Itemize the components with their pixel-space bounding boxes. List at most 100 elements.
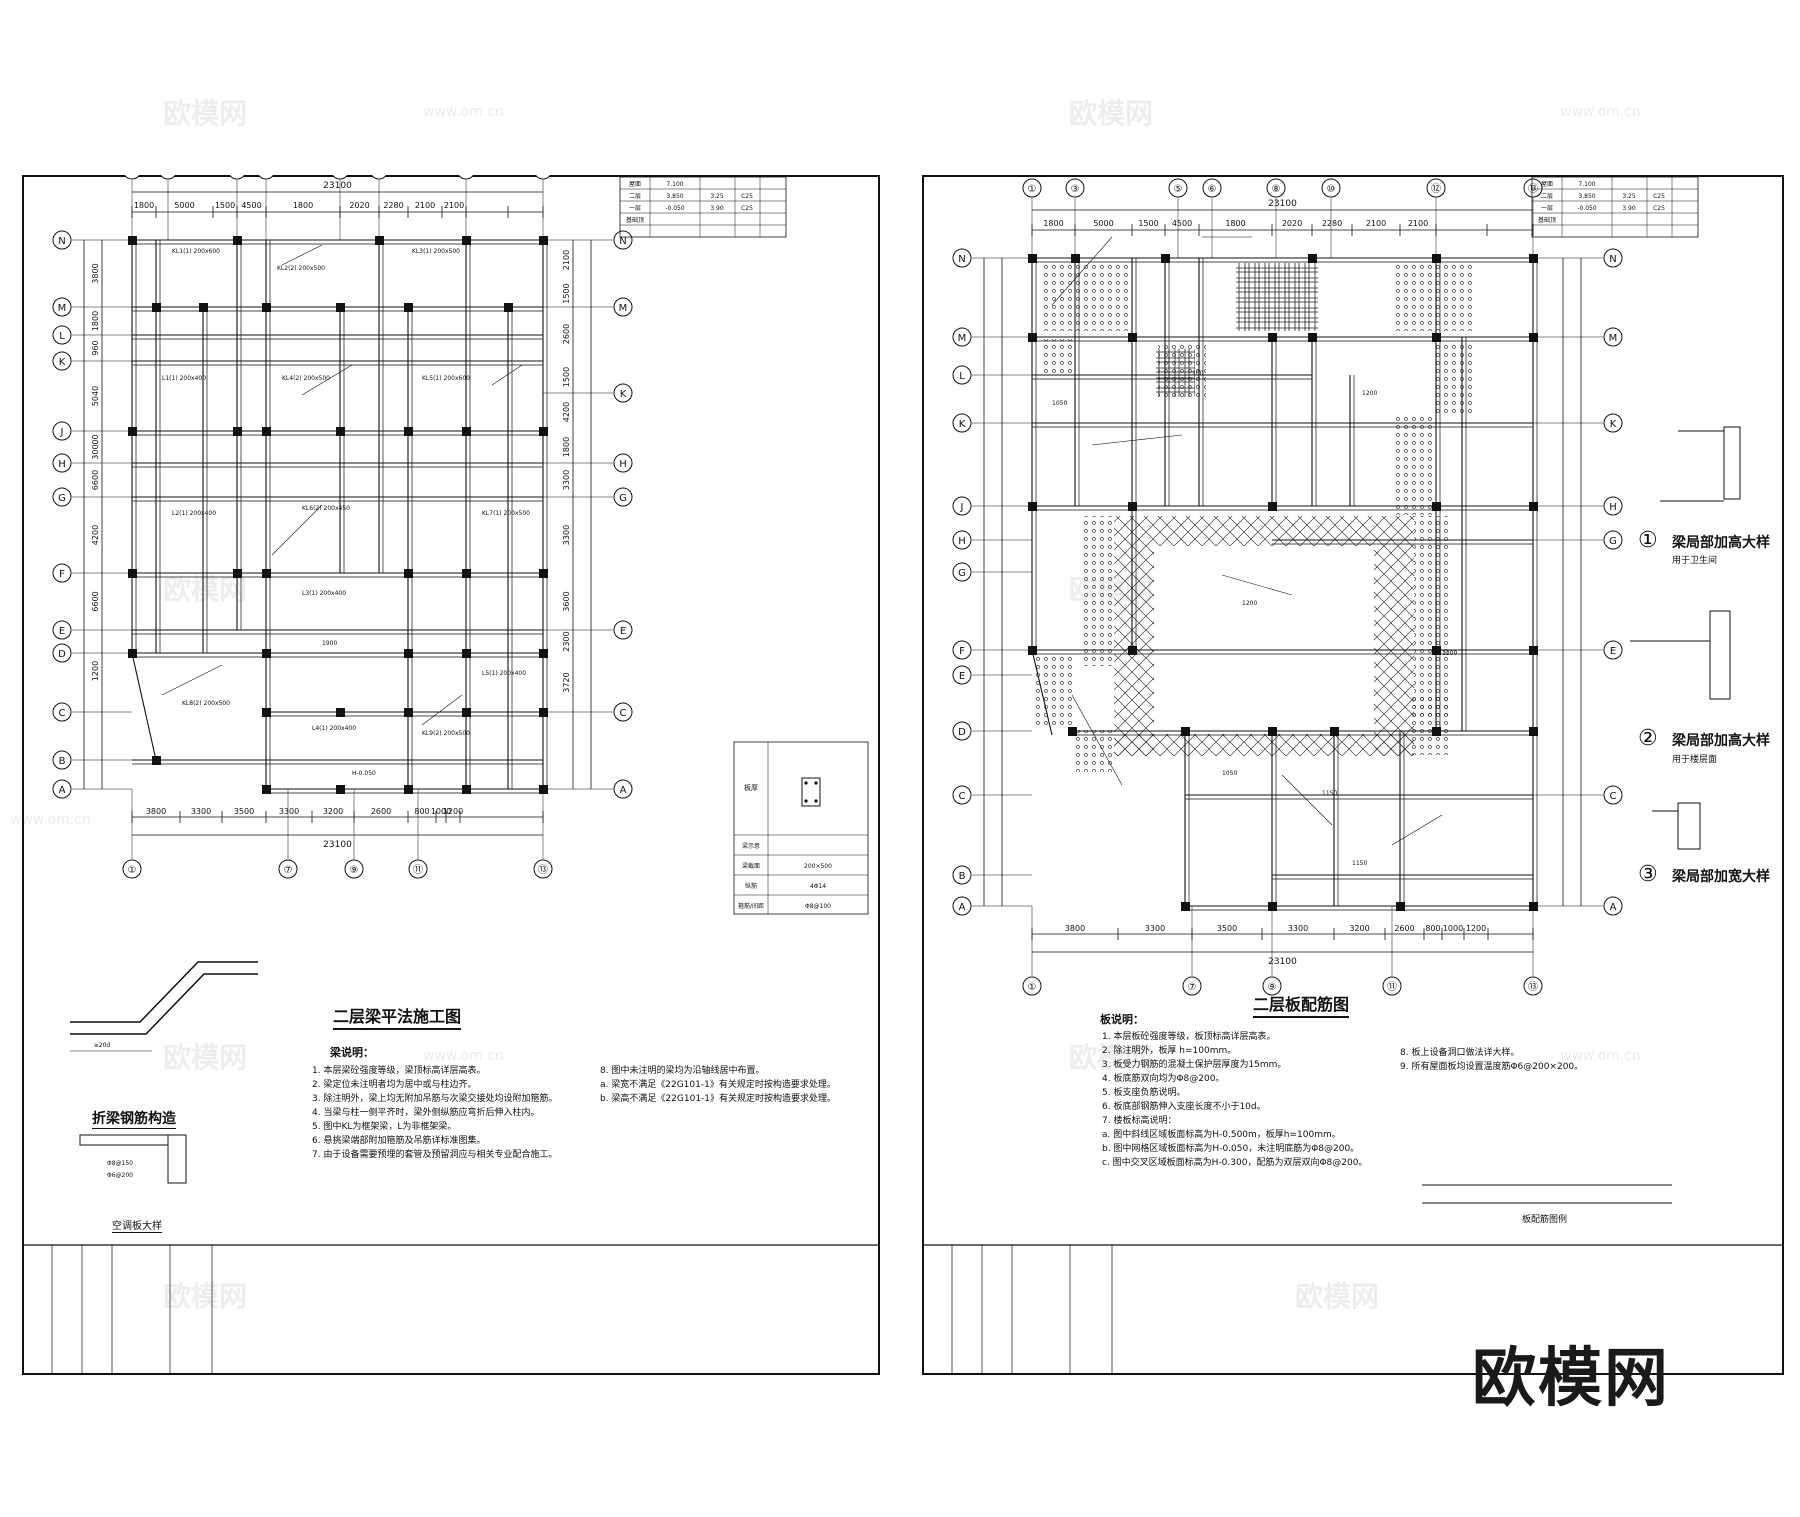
detail-3-number: ③: [1638, 862, 1658, 887]
axis-label: ⑨: [1268, 982, 1277, 993]
column: [336, 303, 345, 312]
axis-label: ⑦: [284, 865, 293, 876]
axis-label: J: [960, 502, 964, 513]
axis-label: ①: [1028, 184, 1037, 195]
axis-bubble: [1022, 976, 1042, 996]
detail-3-section: [1677, 802, 1701, 850]
axis-bubble: [1262, 976, 1282, 996]
column: [1330, 727, 1339, 736]
axis-bubble: [122, 859, 142, 879]
dim-text: 3200: [323, 807, 343, 816]
axis-bubble: [52, 702, 72, 722]
beam-annotation: H-0.050: [352, 770, 376, 777]
column: [1028, 254, 1037, 263]
watermark-url: www.om.cn: [423, 1048, 504, 1064]
dim-text: 800: [1425, 924, 1440, 933]
column: [539, 785, 548, 794]
beam-annotation: KL2(2) 200x500: [277, 265, 325, 272]
dim-text: 1500: [1138, 219, 1158, 228]
ac-slab-section: [167, 1134, 187, 1184]
axis-bubble: [613, 779, 633, 799]
dim-text: 1800: [562, 437, 571, 457]
dim-text: 3600: [562, 591, 571, 611]
column: [1028, 646, 1037, 655]
axis-bubble: [1603, 496, 1623, 516]
note-line: a. 梁宽不满足《22G101-1》有关规定时按构造要求处理。: [600, 1080, 836, 1090]
axis-label: K: [620, 389, 627, 400]
level-table-cell: 一层: [629, 205, 641, 212]
rebar-dot: [814, 781, 818, 785]
column: [404, 303, 413, 312]
axis-bubble: [1168, 178, 1188, 198]
bent-beam-shape: [70, 973, 258, 1035]
axis-bubble: [613, 620, 633, 640]
note-line: 3. 除注明外，梁上均无附加吊筋与次梁交接处均设附加箍筋。: [312, 1094, 558, 1104]
dim-text: 2100: [415, 201, 435, 210]
axis-label: D: [958, 727, 966, 738]
axis-label: C: [1610, 791, 1617, 802]
axis-bubble: [952, 530, 972, 550]
column: [1432, 333, 1441, 342]
column: [1529, 254, 1538, 263]
column: [539, 708, 548, 717]
level-table-cell: -0.050: [665, 205, 685, 212]
level-table-cell: 屋面: [1541, 181, 1553, 188]
axis-bubble: [370, 175, 388, 180]
axis-bubble: [613, 297, 633, 317]
dim-text: 4500: [241, 201, 261, 210]
beam-section-icon: [801, 777, 821, 807]
axis-bubble: [1022, 178, 1042, 198]
dim-text: 800: [414, 807, 429, 816]
axis-label: C: [59, 708, 66, 719]
leader-line: [301, 364, 353, 396]
beam-annotation: 1200: [1442, 650, 1457, 657]
beam-annotation: KL5(1) 200x600: [422, 375, 470, 382]
note-line: 4. 当梁与柱一侧平齐时，梁外侧纵筋应弯折后伸入柱内。: [312, 1108, 540, 1118]
axis-label: A: [620, 785, 627, 796]
axis-bubble: [952, 562, 972, 582]
level-table-cell: C25: [741, 193, 753, 200]
detail-2-number: ②: [1638, 726, 1658, 751]
legend-row-label: 纵筋: [745, 882, 757, 890]
level-table: [619, 176, 787, 238]
note-line: 5. 图中KL为框架梁，L为非框架梁。: [312, 1122, 457, 1132]
dim-text: 5040: [91, 386, 100, 406]
axis-bubble: [952, 865, 972, 885]
axis-bubble: [1603, 327, 1623, 347]
axis-label: B: [959, 871, 966, 882]
beam-annotation: 1150: [1352, 860, 1367, 867]
dim-text: 6600: [91, 470, 100, 490]
leader-line: [271, 504, 323, 556]
ac-slab-detail-label: 空调板大样: [112, 1217, 162, 1233]
detail-1-sub: 用于卫生间: [1672, 556, 1718, 566]
axis-bubble: [613, 453, 633, 473]
leader-line: [491, 364, 523, 386]
column: [336, 785, 345, 794]
column: [1308, 254, 1317, 263]
column: [1268, 502, 1277, 511]
detail-1-number: ①: [1638, 528, 1658, 553]
dim-text: 3300: [562, 525, 571, 545]
axis-label: E: [959, 671, 965, 682]
dim-text: 3300: [279, 807, 299, 816]
rebar-legend-label: 板配筋图例: [1522, 1215, 1568, 1225]
axis-label: G: [958, 568, 966, 579]
dim-text: 1800: [293, 201, 313, 210]
note-line: a. 图中斜线区域板面标高为H-0.500m，板厚h=100mm。: [1102, 1130, 1341, 1140]
note-line: b. 梁高不满足《22G101-1》有关规定时按构造要求处理。: [600, 1094, 837, 1104]
column: [404, 427, 413, 436]
legend-row-value: 200×500: [804, 863, 832, 870]
leader-line: [1051, 236, 1113, 306]
overall-dim-top: 23100: [323, 181, 352, 191]
axis-bubble: [331, 175, 349, 180]
axis-label: C: [620, 708, 627, 719]
dim-text: 1500: [215, 201, 235, 210]
axis-bubble: [952, 721, 972, 741]
dim-text: 3300: [562, 470, 571, 490]
detail-2-section: [1709, 610, 1731, 700]
column: [1181, 727, 1190, 736]
dim-text: 2100: [444, 201, 464, 210]
slab-hatch-region: [1436, 343, 1476, 413]
ac-slab-section: [79, 1134, 169, 1146]
dim-text: 1800: [91, 311, 100, 331]
